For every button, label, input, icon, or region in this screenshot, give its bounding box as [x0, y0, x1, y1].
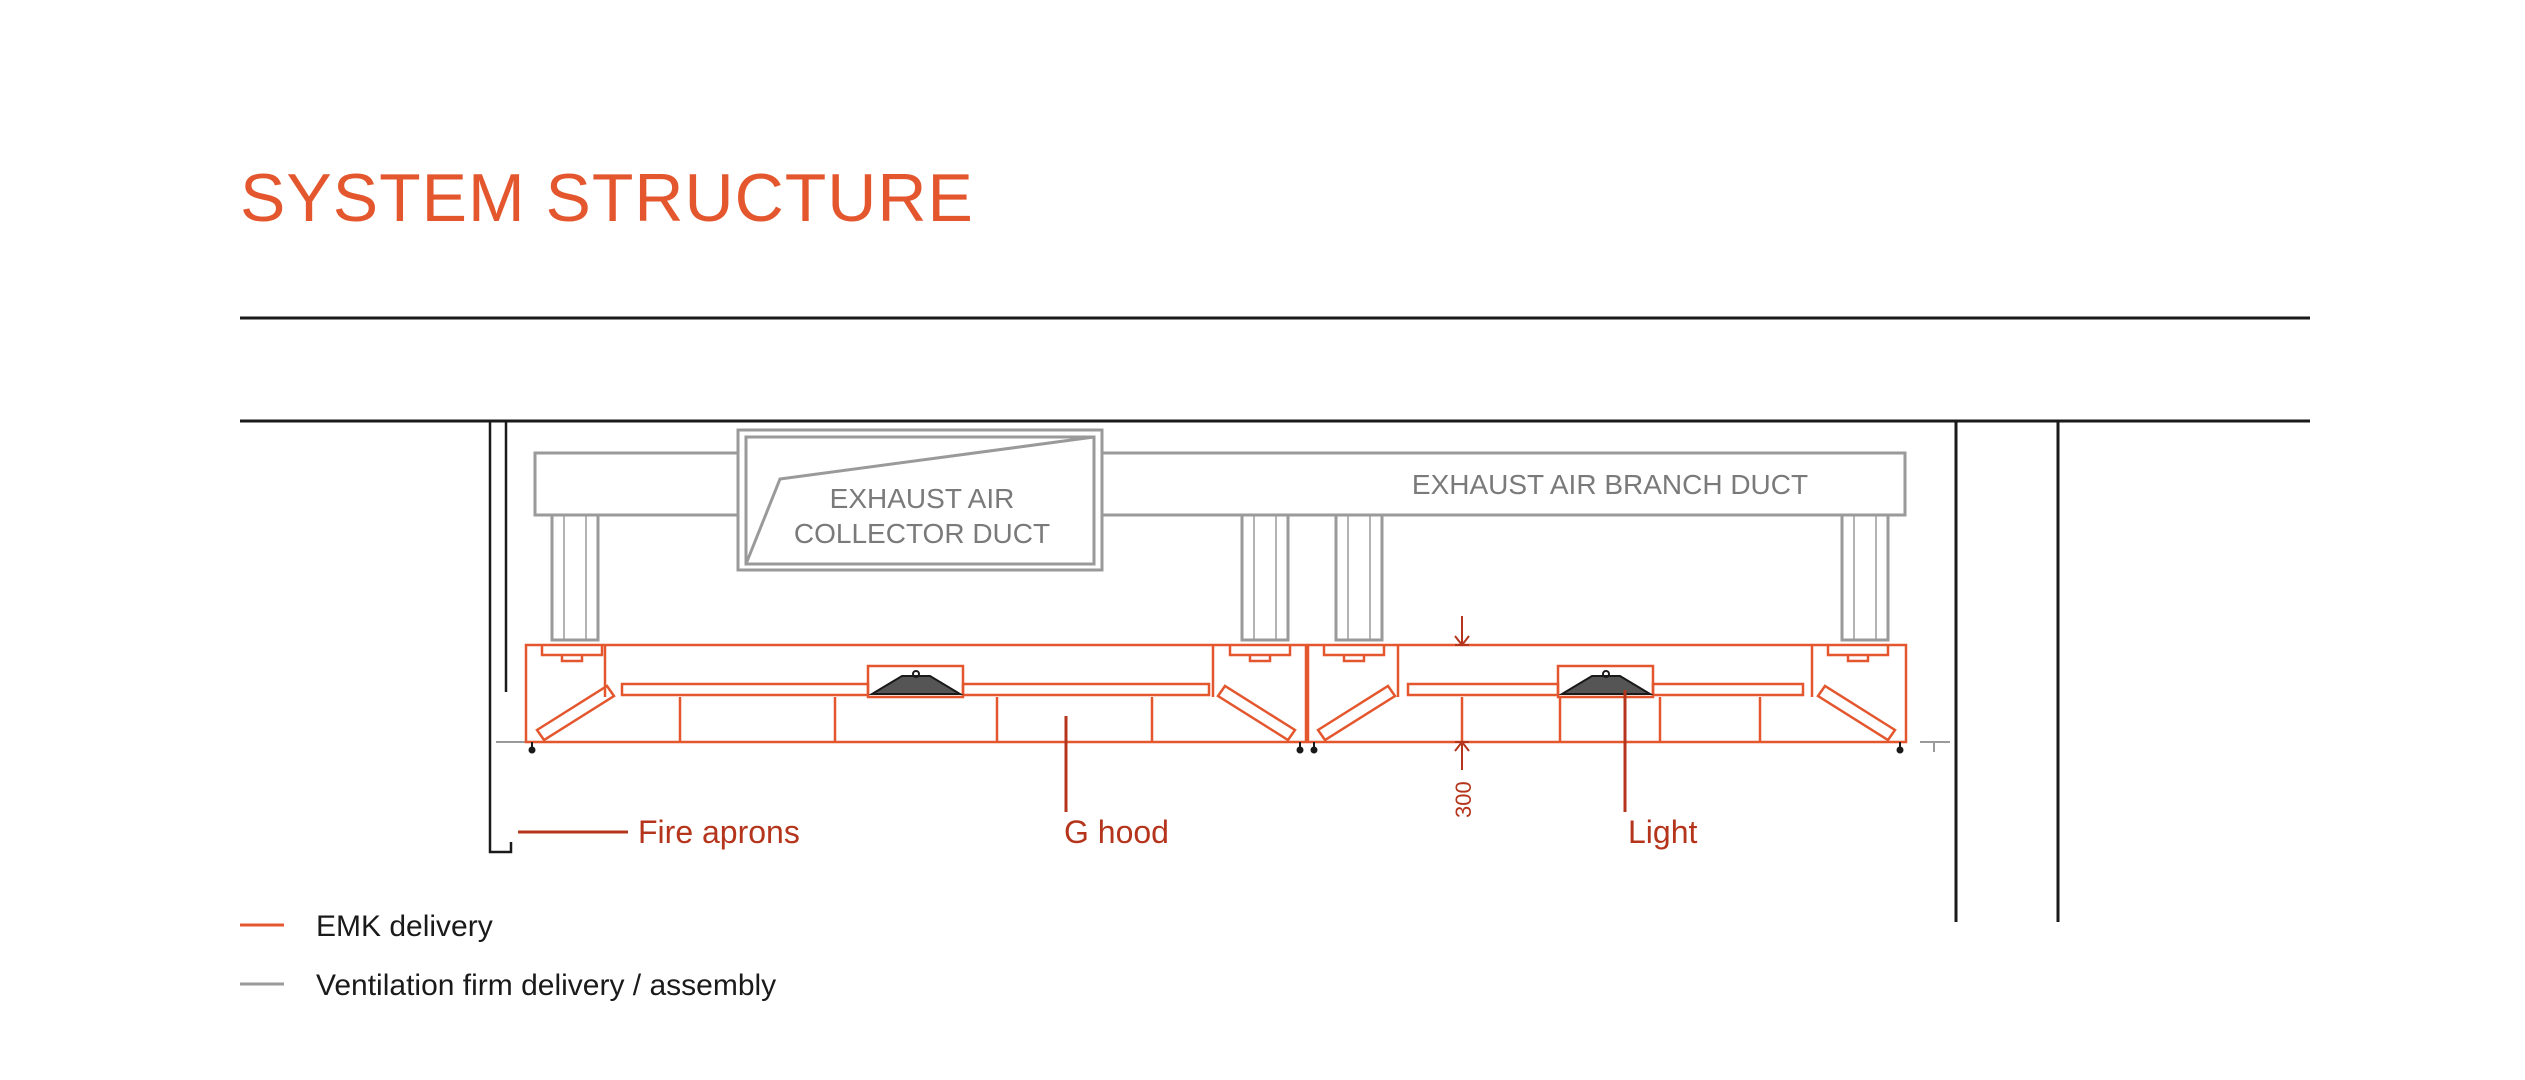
- callout-leaders: [518, 690, 1627, 834]
- collector-duct-inner: [744, 435, 1096, 566]
- fire-apron-profile: [488, 421, 513, 854]
- g-hood-module-2: [1306, 643, 1908, 744]
- hood-fasteners: [528, 742, 1904, 754]
- page-title: SYSTEM STRUCTURE: [240, 160, 974, 236]
- light-label: Light: [1628, 814, 1698, 850]
- legend-label-emk: EMK delivery: [316, 910, 493, 943]
- dimension-value: 300: [1451, 781, 1476, 818]
- light-fixture-2: [1558, 675, 1654, 695]
- fire-aprons-label: Fire aprons: [638, 814, 800, 850]
- building-structure: [240, 316, 2310, 922]
- exhaust-air-branch-duct: [533, 451, 1907, 517]
- ventilation-ducts: [496, 428, 1950, 752]
- legend-label-ventilation: Ventilation firm delivery / assembly: [316, 969, 776, 1002]
- legend: EMK delivery Ventilation firm delivery /…: [240, 910, 776, 1002]
- collector-duct-label-line2: COLLECTOR DUCT: [794, 518, 1050, 549]
- branch-duct-label: EXHAUST AIR BRANCH DUCT: [1412, 469, 1808, 500]
- duct-risers: [550, 515, 1890, 642]
- dimension-300: [1454, 616, 1470, 770]
- collector-duct-outer: [736, 428, 1104, 572]
- light-fixture-1: [868, 675, 964, 695]
- hood-base-stubs: [496, 741, 1950, 752]
- g-hood-module-1: [524, 643, 1308, 744]
- collector-duct-section-line: [744, 435, 1095, 565]
- emk-hoods: [524, 643, 1908, 744]
- collector-duct-label-line1: EXHAUST AIR: [830, 483, 1015, 514]
- g-hood-label: G hood: [1064, 814, 1169, 850]
- light-fixtures: [868, 670, 1654, 695]
